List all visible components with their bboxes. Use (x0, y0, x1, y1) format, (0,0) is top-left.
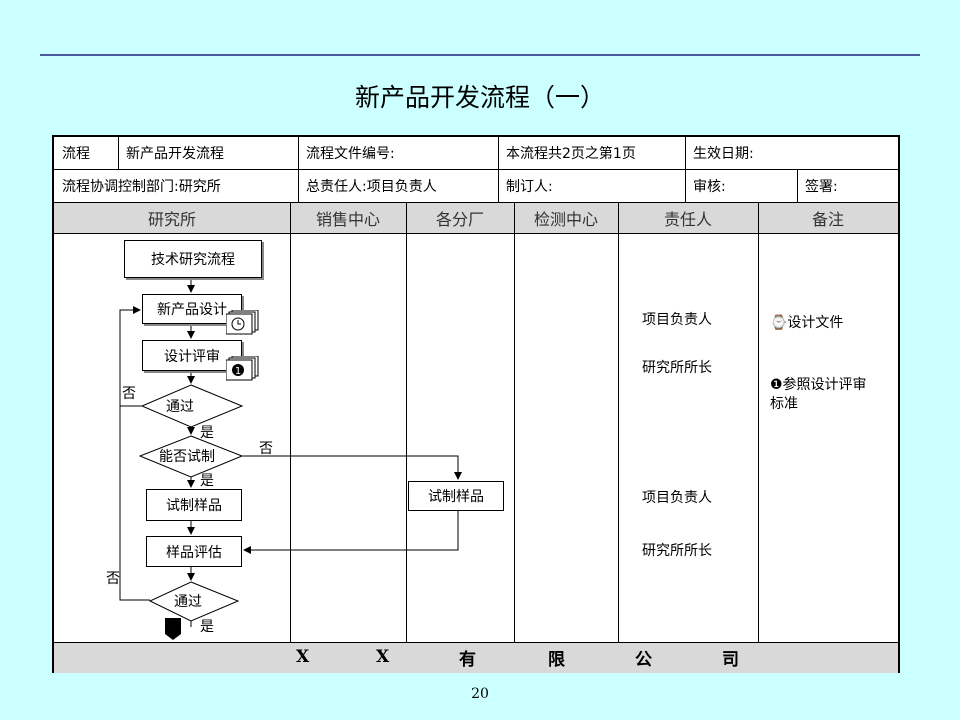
lane-header-responsible: 责任人 (663, 210, 712, 229)
grid-line (514, 202, 515, 642)
process-design-review: 设计评审 (142, 340, 242, 371)
decision-trial-label: 能否试制 (159, 449, 215, 465)
remark-review-standard: ❶参照设计评审标准 (770, 377, 867, 412)
label-yes-3: 是 (200, 619, 214, 635)
arrow-no-trial-to-branch (242, 455, 462, 480)
grid-line (54, 169, 898, 170)
grid-line (54, 233, 898, 234)
label-yes-1: 是 (200, 425, 214, 441)
lane-header-branch-factories: 各分厂 (435, 210, 484, 229)
responsible-3: 项目负责人 (642, 490, 712, 506)
lane-header-remarks: 备注 (811, 210, 844, 229)
flow-connectors (119, 278, 462, 640)
footer-char: 有 (459, 649, 476, 670)
flow-table: 流程 新产品开发流程 流程文件编号: 本流程共2页之第1页 生效日期: 流程协调… (52, 135, 900, 673)
label-yes-2: 是 (200, 473, 214, 489)
top-rule (40, 54, 920, 56)
process-label: 新产品设计 (157, 302, 227, 318)
header-cell-sign: 签署: (805, 178, 838, 195)
svg-text:1: 1 (235, 366, 241, 377)
lane-header-sales: 销售中心 (315, 210, 380, 229)
header-cell-author: 制订人: (506, 178, 553, 195)
header-cell-control-dept: 流程协调控制部门:研究所 (62, 178, 221, 195)
lane-header-testing: 检测中心 (533, 210, 598, 229)
label-no-1: 否 (122, 386, 136, 402)
page-number: 20 (471, 686, 489, 702)
responsible-1: 项目负责人 (642, 312, 712, 328)
grid-line (797, 169, 798, 202)
process-label: 试制样品 (428, 489, 484, 505)
process-new-product-design: 新产品设计 (142, 294, 242, 324)
footer-char: 限 (548, 649, 565, 670)
label-no-2: 否 (259, 441, 273, 457)
process-label: 试制样品 (166, 498, 222, 514)
footer-char: 司 (722, 649, 739, 670)
grid-line (758, 202, 759, 642)
header-cell-effective-date: 生效日期: (693, 146, 754, 162)
loop-fail-review (119, 306, 142, 407)
responsible-2: 研究所所长 (642, 360, 712, 376)
process-trial-sample: 试制样品 (146, 489, 242, 521)
process-branch-trial-sample: 试制样品 (408, 481, 504, 511)
grid-line (290, 202, 291, 642)
grid-line (498, 137, 499, 202)
header-cell-doc-number: 流程文件编号: (306, 146, 395, 162)
process-label: 样品评估 (166, 544, 222, 561)
header-cell-flow-label: 流程 (62, 146, 90, 162)
grid-line (406, 202, 407, 642)
footer-char: X (296, 647, 310, 667)
responsible-4: 研究所所长 (642, 543, 712, 559)
footer-band (54, 642, 898, 673)
decision-pass-2 (148, 581, 240, 622)
process-sample-evaluation: 样品评估 (146, 536, 242, 567)
header-cell-owner: 总责任人:项目负责人 (306, 178, 437, 195)
grid-line (618, 202, 619, 642)
page-title: 新产品开发流程（一） (354, 83, 605, 112)
process-tech-research: 技术研究流程 (124, 240, 262, 278)
footer-char: 公 (635, 649, 652, 670)
grid-line (54, 642, 898, 643)
grid-line (54, 202, 898, 203)
label-no-3: 否 (106, 571, 120, 587)
grid-line (118, 137, 119, 169)
footer-char: X (376, 647, 390, 667)
header-cell-page-count: 本流程共2页之第1页 (506, 146, 636, 162)
decision-trial (138, 435, 244, 478)
lane-header-band (54, 203, 898, 233)
remark-design-docs: ⌚设计文件 (770, 315, 844, 331)
clock-icon (225, 309, 259, 335)
header-cell-flow-name: 新产品开发流程 (126, 146, 224, 162)
lane-header-research: 研究所 (147, 210, 196, 229)
circled-one-icon: 1 (225, 355, 259, 381)
loop-fail-evaluate (119, 406, 150, 601)
arrow-branch-to-evaluate (243, 511, 459, 554)
decision-pass-1-label: 通过 (166, 399, 194, 415)
grid-line (685, 137, 686, 202)
decision-pass-1 (140, 384, 244, 428)
grid-line (298, 137, 299, 202)
header-cell-review: 审核: (693, 178, 726, 195)
end-marker (165, 618, 181, 640)
decision-pass-2-label: 通过 (174, 594, 202, 610)
process-label: 技术研究流程 (151, 252, 235, 268)
process-label: 设计评审 (164, 348, 220, 365)
